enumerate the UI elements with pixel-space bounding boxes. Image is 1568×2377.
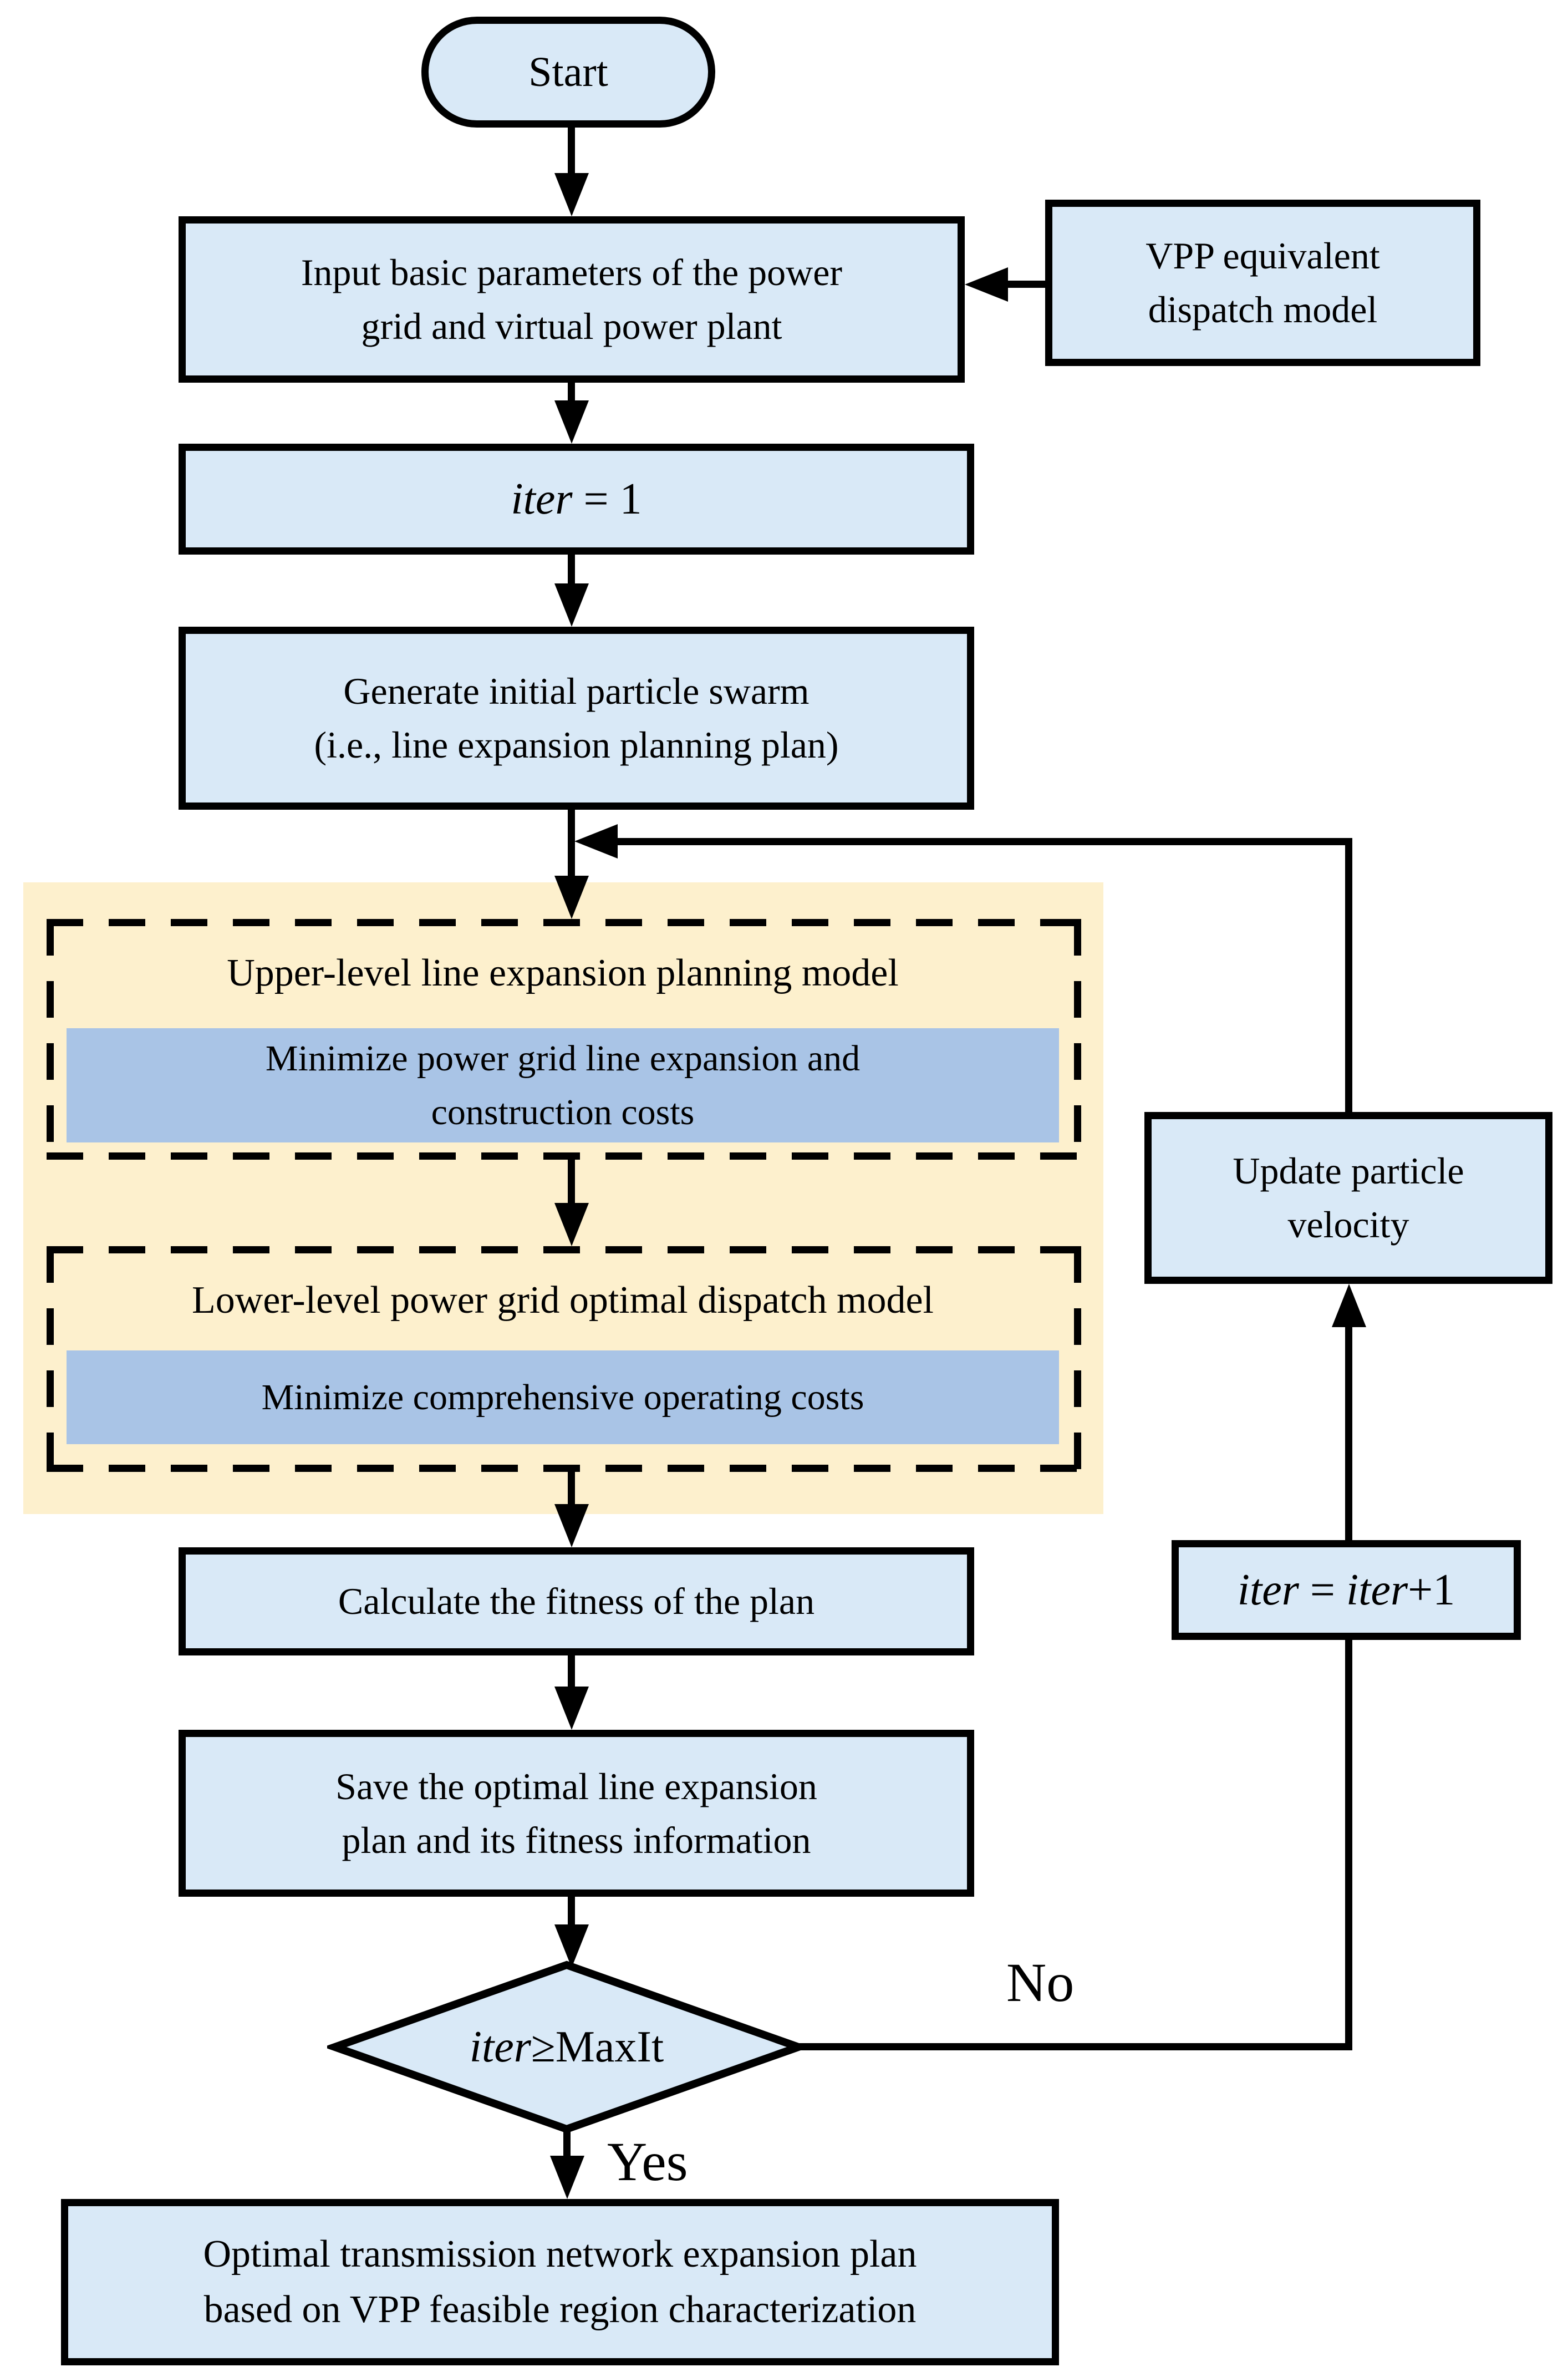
- feedback-horizontal-line: [615, 838, 1352, 845]
- arrow-yes-shaft: [563, 2126, 571, 2157]
- generate-swarm-box: Generate initial particle swarm (i.e., l…: [179, 627, 974, 810]
- decision-condition: iter≥MaxIt: [327, 1960, 806, 2134]
- upper-dashed-left: [47, 919, 54, 1160]
- decision-diamond-shape: [327, 1960, 806, 2134]
- save-plan-box: Save the optimal line expansion plan and…: [179, 1730, 974, 1897]
- update-velocity-line2: velocity: [1287, 1203, 1409, 1246]
- arrow-start-input-head: [554, 173, 589, 216]
- input-parameters-box: Input basic parameters of the power grid…: [179, 216, 965, 383]
- calculate-fitness-label: Calculate the fitness of the plan: [338, 1580, 815, 1622]
- input-parameters-line2: grid and virtual power plant: [361, 305, 782, 347]
- save-plan-line1: Save the optimal line expansion: [335, 1765, 817, 1807]
- yes-label: Yes: [607, 2131, 688, 2192]
- arrow-generate-upper-head: [554, 876, 589, 919]
- arrow-fitness-save-head: [554, 1687, 589, 1730]
- arrow-lower-fitness-head: [554, 1504, 589, 1547]
- vpp-model-line1: VPP equivalent: [1146, 235, 1380, 277]
- input-parameters-line1: Input basic parameters of the power: [301, 251, 843, 293]
- result-line1: Optimal transmission network expansion p…: [203, 2233, 917, 2276]
- decision-rest: MaxIt: [555, 2022, 664, 2071]
- generate-swarm-line2: (i.e., line expansion planning plan): [314, 724, 839, 766]
- update-velocity-box: Update particle velocity: [1144, 1112, 1552, 1284]
- vpp-model-line2: dispatch model: [1148, 288, 1378, 331]
- iter-init-rest: = 1: [572, 474, 642, 524]
- start-label: Start: [528, 48, 608, 95]
- vpp-model-box: VPP equivalent dispatch model: [1045, 200, 1480, 366]
- lower-dashed-right: [1074, 1246, 1081, 1472]
- arrow-lower-fitness-shaft: [568, 1472, 575, 1505]
- arrow-input-iter-head: [554, 400, 589, 444]
- upper-objective-line2: construction costs: [431, 1092, 695, 1132]
- lower-objective-line: Minimize comprehensive operating costs: [261, 1377, 864, 1418]
- arrow-generate-upper-shaft: [568, 810, 575, 877]
- arrow-vpp-input-shaft: [1005, 281, 1046, 288]
- no-label: No: [1006, 1952, 1075, 2013]
- feedback-vertical-line: [1345, 838, 1352, 1112]
- decision-diamond: iter≥MaxIt: [327, 1960, 806, 2134]
- decision-italic: iter: [469, 2022, 531, 2071]
- iter-init-italic: iter: [511, 474, 573, 524]
- upper-model-title: Upper-level line expansion planning mode…: [227, 952, 899, 994]
- update-velocity-line1: Update particle: [1233, 1150, 1464, 1192]
- iter-increment-italic2: iter: [1346, 1565, 1408, 1614]
- no-horizontal-line: [798, 2043, 1352, 2050]
- arrow-yes-head: [550, 2156, 584, 2199]
- arrow-fitness-save-shaft: [568, 1655, 575, 1688]
- save-plan-line2: plan and its fitness information: [342, 1819, 811, 1861]
- lower-dashed-left: [47, 1246, 54, 1472]
- arrow-save-decision-shaft: [568, 1897, 575, 1926]
- iter-increment-equals: =: [1299, 1565, 1346, 1614]
- feedback-head: [574, 824, 618, 859]
- arrow-iter-generate-shaft: [568, 555, 575, 585]
- lower-objective-box: Minimize comprehensive operating costs: [67, 1350, 1059, 1444]
- arrow-upper-lower-shaft: [568, 1160, 575, 1204]
- calculate-fitness-box: Calculate the fitness of the plan: [179, 1547, 974, 1655]
- decision-operator: ≥: [531, 2022, 556, 2071]
- iter-increment-italic1: iter: [1237, 1565, 1299, 1614]
- arrow-save-decision-head: [554, 1924, 589, 1968]
- result-box: Optimal transmission network expansion p…: [61, 2199, 1059, 2365]
- lower-dashed-bottom: [47, 1465, 1081, 1472]
- upper-dashed-bottom: [47, 1152, 1081, 1160]
- upper-dashed-right: [1074, 919, 1081, 1160]
- arrow-upper-lower-head: [554, 1203, 589, 1246]
- upper-objective-line1: Minimize power grid line expansion and: [265, 1038, 861, 1079]
- upper-objective-box: Minimize power grid line expansion and c…: [67, 1028, 1059, 1142]
- arrow-iterinc-update-head: [1332, 1284, 1366, 1327]
- arrow-start-input-shaft: [568, 128, 575, 175]
- lower-dashed-top: [47, 1246, 1081, 1253]
- arrow-input-iter-shaft: [568, 383, 575, 402]
- lower-model-title: Lower-level power grid optimal dispatch …: [192, 1279, 934, 1322]
- iter-increment-box: iter = iter+1: [1172, 1540, 1521, 1640]
- iter-increment-rest: +1: [1408, 1565, 1455, 1614]
- result-line2: based on VPP feasible region characteriz…: [203, 2288, 917, 2331]
- start-terminator: Start: [421, 17, 715, 128]
- upper-dashed-top: [47, 919, 1081, 926]
- arrow-vpp-input-head: [965, 267, 1008, 302]
- generate-swarm-line1: Generate initial particle swarm: [343, 670, 810, 712]
- arrow-iter-generate-head: [554, 583, 589, 627]
- iter-init-box: iter = 1: [179, 444, 974, 555]
- arrow-iterinc-update-shaft: [1345, 1325, 1352, 1540]
- no-vertical-line: [1345, 1640, 1352, 2050]
